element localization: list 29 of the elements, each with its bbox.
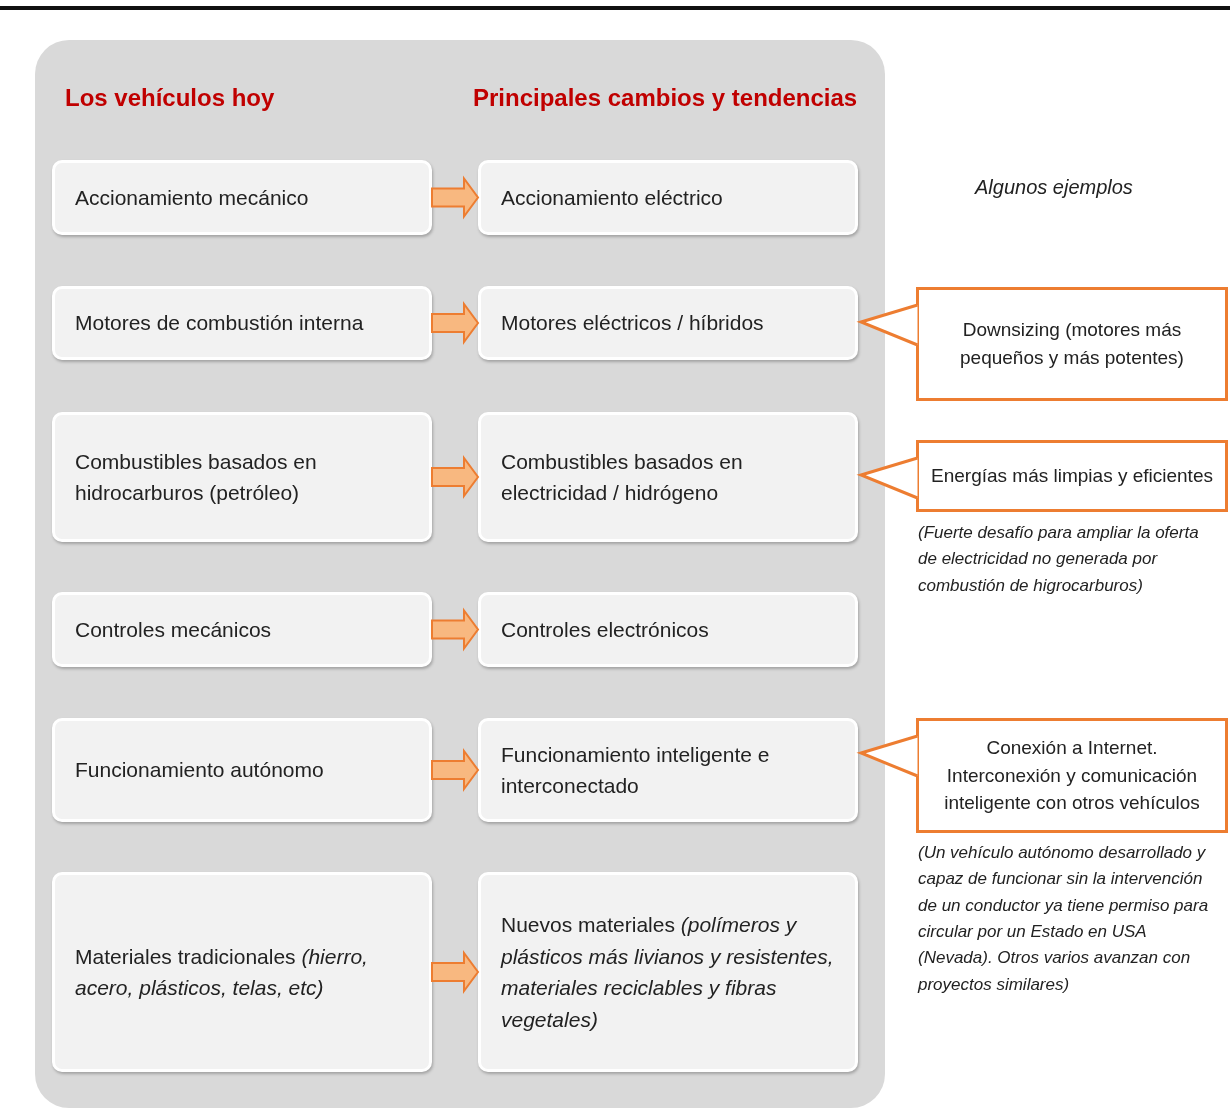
callout-pointer: [856, 303, 919, 347]
process-box: Controles mecánicos: [52, 592, 432, 667]
block-arrow: [431, 949, 480, 995]
process-box: Motores de combustión interna: [52, 286, 432, 360]
note-text: (Un vehículo autónomo desarrollado y capaz de funcionar sin la intervención de un conductor ya tiene permiso para circular por un Estado en USA (Nevada). Otros varios avanzan con proyectos similares): [918, 842, 1210, 996]
process-box: Motores eléctricos / híbridos: [478, 286, 858, 360]
process-box: Accionamiento mecánico: [52, 160, 432, 235]
process-box: Funcionamiento inteligente e interconectado: [478, 718, 858, 822]
process-box: Funcionamiento autónomo: [52, 718, 432, 822]
process-box: Nuevos materiales (polímeros y plásticos más livianos y resistentes, materiales reciclables y fibras vegetales): [478, 872, 858, 1072]
group-panel: [35, 40, 885, 1108]
column-heading: Principales cambios y tendencias: [473, 84, 858, 112]
block-arrow: [431, 175, 480, 220]
process-box: Combustibles basados en hidrocarburos (petróleo): [52, 412, 432, 542]
callout-box: Conexión a Internet. Interconexión y comunicación inteligente con otros vehículos: [916, 718, 1228, 833]
callout-box: Downsizing (motores más pequeños y más potentes): [916, 287, 1228, 401]
process-box: Materiales tradicionales (hierro, acero, plásticos, telas, etc): [52, 872, 432, 1072]
block-arrow: [431, 747, 480, 793]
block-arrow: [431, 454, 480, 500]
column-heading: Los vehículos hoy: [65, 84, 275, 112]
block-arrow: [431, 300, 480, 346]
process-box: Combustibles basados en electricidad / hidrógeno: [478, 412, 858, 542]
callout-pointer: [856, 734, 919, 778]
process-box: Controles electrónicos: [478, 592, 858, 667]
section-label: Algunos ejemplos: [975, 176, 1133, 199]
callout-pointer: [856, 456, 919, 500]
process-box: Accionamiento eléctrico: [478, 160, 858, 235]
note-text: (Fuerte desafío para ampliar la oferta de electricidad no generada por combustión de higrocarburos): [918, 522, 1200, 597]
block-arrow: [431, 607, 480, 652]
